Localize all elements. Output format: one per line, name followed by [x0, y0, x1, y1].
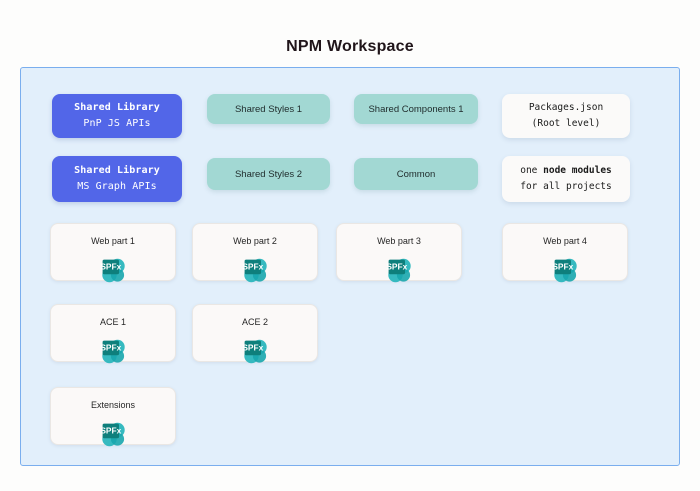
page-title: NPM Workspace	[286, 38, 414, 55]
web-part-1-label: Web part 1	[91, 236, 135, 246]
shared-styles-1-box[interactable]: Shared Styles 1	[207, 94, 330, 124]
shared-library-msgraph-box[interactable]: Shared Library MS Graph APIs	[52, 156, 182, 202]
extensions-card[interactable]: Extensions SPFx	[50, 387, 176, 447]
node-modules-line1-plain: one	[520, 165, 544, 176]
spfx-icon: SPFx	[98, 336, 128, 366]
shared-library-msgraph-subtitle: MS Graph APIs	[77, 181, 157, 192]
svg-text:SPFx: SPFx	[242, 343, 263, 353]
ace-2-card[interactable]: ACE 2 SPFx	[192, 304, 318, 364]
node-modules-note-box[interactable]: one node modules for all projects	[502, 156, 630, 202]
node-modules-line2: for all projects	[520, 181, 612, 192]
shared-components-1-box[interactable]: Shared Components 1	[354, 94, 478, 124]
node-modules-line1-bold: node modules	[543, 165, 612, 176]
common-box[interactable]: Common	[354, 158, 478, 190]
web-part-4-card[interactable]: Web part 4 SPFx	[502, 223, 628, 283]
svg-text:SPFx: SPFx	[386, 262, 407, 272]
shared-library-msgraph-title: Shared Library	[74, 165, 160, 176]
svg-text:SPFx: SPFx	[552, 262, 573, 272]
spfx-icon: SPFx	[384, 255, 414, 285]
web-part-4-label: Web part 4	[543, 236, 587, 246]
web-part-3-card[interactable]: Web part 3 SPFx	[336, 223, 462, 283]
shared-styles-2-label: Shared Styles 2	[234, 168, 303, 180]
spfx-icon: SPFx	[240, 255, 270, 285]
web-part-2-card[interactable]: Web part 2 SPFx	[192, 223, 318, 283]
shared-styles-2-box[interactable]: Shared Styles 2	[207, 158, 330, 190]
shared-library-pnp-title: Shared Library	[74, 102, 160, 113]
packages-json-line2: (Root level)	[531, 118, 601, 129]
common-label: Common	[396, 168, 436, 180]
shared-components-1-label: Shared Components 1	[368, 103, 464, 115]
shared-styles-1-label: Shared Styles 1	[234, 103, 303, 115]
svg-text:SPFx: SPFx	[100, 343, 121, 353]
packages-json-note-box[interactable]: Packages.json (Root level)	[502, 94, 630, 138]
node-modules-line1: one node modules	[520, 163, 612, 179]
spfx-icon: SPFx	[550, 255, 580, 285]
packages-json-line1: Packages.json	[528, 102, 604, 113]
extensions-label: Extensions	[90, 400, 136, 410]
web-part-2-label: Web part 2	[233, 236, 277, 246]
npm-workspace-container: Shared Library PnP JS APIs Shared Styles…	[20, 67, 680, 466]
spfx-icon: SPFx	[98, 419, 128, 449]
ace-1-card[interactable]: ACE 1 SPFx	[50, 304, 176, 364]
web-part-3-label: Web part 3	[377, 236, 421, 246]
svg-text:SPFx: SPFx	[100, 426, 121, 436]
web-part-1-card[interactable]: Web part 1 SPFx	[50, 223, 176, 283]
shared-library-pnp-subtitle: PnP JS APIs	[83, 118, 151, 129]
svg-text:SPFx: SPFx	[100, 262, 121, 272]
spfx-icon: SPFx	[98, 255, 128, 285]
ace-2-label: ACE 2	[241, 317, 268, 327]
ace-1-label: ACE 1	[99, 317, 126, 327]
spfx-icon: SPFx	[240, 336, 270, 366]
shared-library-pnp-box[interactable]: Shared Library PnP JS APIs	[52, 94, 182, 138]
svg-text:SPFx: SPFx	[242, 262, 263, 272]
